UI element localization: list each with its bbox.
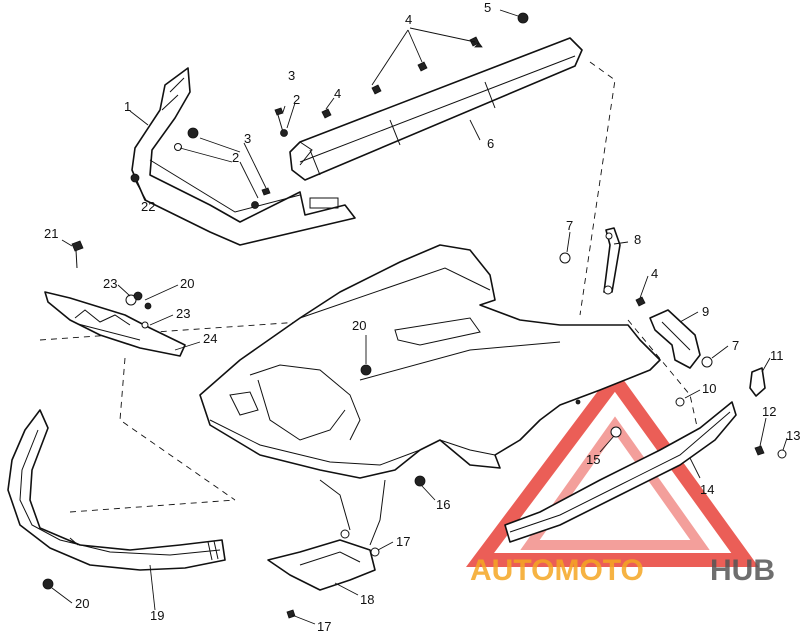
label-part-12: 12 xyxy=(762,404,776,419)
label-part-10: 10 xyxy=(702,381,716,396)
part-labels: 1 3 2 4 3 2 4 5 6 22 21 23 20 23 24 20 7… xyxy=(44,0,800,632)
label-part-3-mid: 3 xyxy=(244,131,251,146)
label-part-3-top: 3 xyxy=(288,68,295,83)
left-bracket xyxy=(131,67,356,246)
label-part-14: 14 xyxy=(700,482,714,497)
label-part-4-mid: 4 xyxy=(334,86,341,101)
label-part-22: 22 xyxy=(141,199,155,214)
label-part-24: 24 xyxy=(203,331,217,346)
link-rod xyxy=(603,227,621,295)
label-part-20-b: 20 xyxy=(352,318,366,333)
label-part-18: 18 xyxy=(360,592,374,607)
hood-panel xyxy=(199,244,661,479)
label-part-2-mid: 2 xyxy=(232,150,239,165)
label-part-8: 8 xyxy=(634,232,641,247)
label-part-16: 16 xyxy=(436,497,450,512)
watermark-text: AUTOMOTO HUB xyxy=(470,554,775,587)
leader-lines xyxy=(51,9,788,625)
left-skid-plate xyxy=(44,291,186,357)
label-part-15: 15 xyxy=(586,452,600,467)
label-part-7-a: 7 xyxy=(566,218,573,233)
watermark-automoto: AUTOMOTO xyxy=(470,554,644,587)
right-bracket xyxy=(649,309,701,369)
center-support xyxy=(319,479,386,546)
label-part-1: 1 xyxy=(124,99,131,114)
hardware xyxy=(42,12,787,619)
label-part-23-b: 23 xyxy=(176,306,190,321)
label-part-6: 6 xyxy=(487,136,494,151)
label-part-21: 21 xyxy=(44,226,58,241)
label-part-4-right: 4 xyxy=(651,266,658,281)
label-part-5: 5 xyxy=(484,0,491,15)
label-part-17-a: 17 xyxy=(396,534,410,549)
label-part-4-top: 4 xyxy=(405,12,412,27)
label-part-2-top: 2 xyxy=(293,92,300,107)
label-part-13: 13 xyxy=(786,428,800,443)
watermark-logo xyxy=(466,368,759,567)
label-part-19: 19 xyxy=(150,608,164,623)
lower-skid xyxy=(267,539,376,591)
label-part-9: 9 xyxy=(702,304,709,319)
label-part-20-c: 20 xyxy=(75,596,89,611)
watermark-hub: HUB xyxy=(710,554,775,587)
label-part-20-a: 20 xyxy=(180,276,194,291)
label-part-7-b: 7 xyxy=(732,338,739,353)
right-front-bumper xyxy=(504,401,737,543)
clip-part xyxy=(749,367,766,397)
label-part-11: 11 xyxy=(770,348,784,363)
reference-lines xyxy=(39,61,701,513)
upper-bumper-bar xyxy=(289,37,583,181)
label-part-17-b: 17 xyxy=(317,619,331,632)
left-front-bumper xyxy=(7,409,226,571)
label-part-23-a: 23 xyxy=(103,276,117,291)
